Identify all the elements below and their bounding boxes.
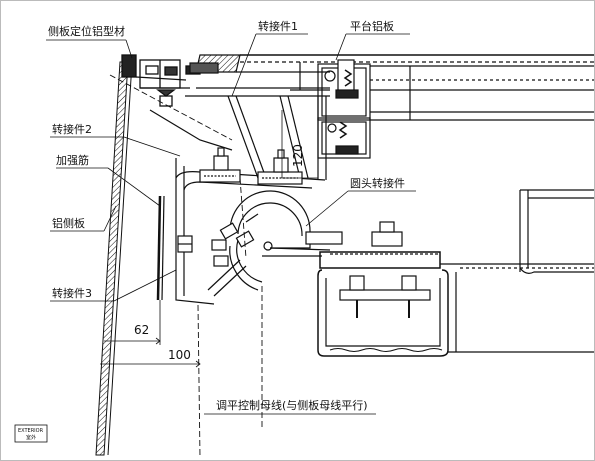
labels: 侧板定位铝型材 转接件1 平台铝板 转接件2 加强筋 圆头转接件 铝侧板 转接件… xyxy=(48,19,405,412)
side-panel-profile xyxy=(121,54,201,107)
label-side-panel-profile: 侧板定位铝型材 xyxy=(48,24,125,38)
connector-2 xyxy=(149,109,326,305)
dimension-62: 62 xyxy=(104,300,161,345)
label-platform-aluminum: 平台铝板 xyxy=(350,19,394,33)
bottom-channel xyxy=(305,221,449,357)
dimension-100-label: 100 xyxy=(168,348,191,362)
label-round-head-connector: 圆头转接件 xyxy=(350,176,405,190)
label-control-line: 调平控制母线(与侧板母线平行) xyxy=(216,398,368,412)
reference-lines xyxy=(109,74,263,459)
dimension-100: 100 xyxy=(100,348,201,368)
dimension-62-label: 62 xyxy=(134,323,149,337)
aluminum-side-panel xyxy=(95,61,133,456)
exterior-stamp: EXTERIOR 室外 xyxy=(14,424,48,443)
platform-beam xyxy=(185,54,595,97)
label-connector-2: 转接件2 xyxy=(52,122,92,136)
stamp-line1: EXTERIOR xyxy=(18,428,44,434)
dimension-120: 120 xyxy=(281,110,318,179)
right-beam xyxy=(440,189,595,353)
label-connector-1: 转接件1 xyxy=(258,19,298,33)
platform-aluminum-plate xyxy=(317,59,595,159)
label-reinforcing-rib: 加强筋 xyxy=(56,153,89,167)
leader-lines xyxy=(46,33,416,415)
label-connector-3: 转接件3 xyxy=(52,286,92,300)
dimension-120-label: 120 xyxy=(291,144,305,167)
label-aluminum-side-panel: 铝侧板 xyxy=(52,216,85,230)
reinforcing-rib xyxy=(156,195,193,301)
connector-1 xyxy=(227,95,327,180)
stamp-line2: 室外 xyxy=(26,434,36,441)
